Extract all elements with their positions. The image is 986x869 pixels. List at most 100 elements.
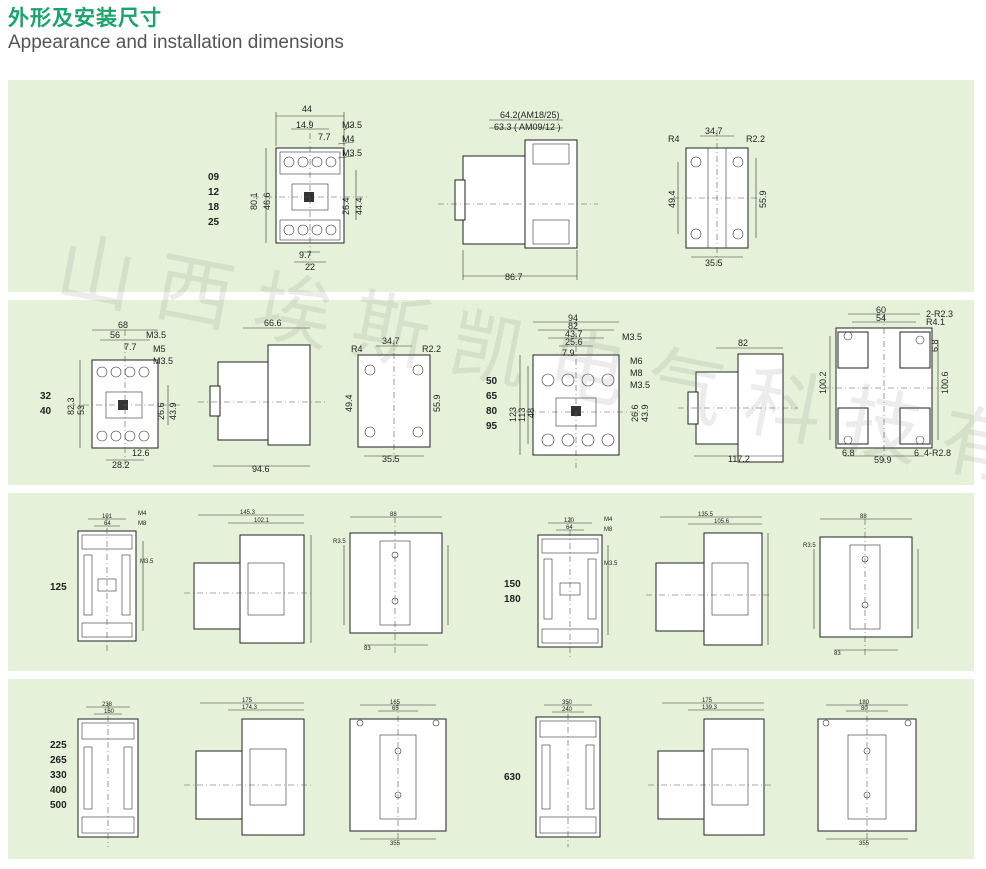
front-dim-bottom-b: 22	[305, 262, 315, 272]
g2-side-dim-a: 135.5	[698, 512, 714, 518]
front-dim-screw-a: M3.5	[342, 120, 362, 130]
g2-side-dim-a: 175	[702, 698, 713, 704]
panel-model-225-630: 225 265 330 400 500 630 238 160 175	[8, 679, 974, 859]
mounting-view-drawing	[357, 340, 431, 462]
mounting-view-drawing	[673, 130, 763, 265]
front-dim-height-c: 26.6	[156, 402, 166, 420]
g2-front-dim-screw-a: M4	[604, 517, 613, 523]
size-630: 630	[504, 772, 521, 783]
g1-side-view	[184, 702, 314, 836]
g1-side-dim-b: 102.1	[254, 518, 270, 524]
g2-side-view	[648, 702, 774, 836]
mount-dim-radius-b: R2.2	[422, 344, 441, 354]
g1-front-dim-b: 64	[104, 521, 111, 527]
front2-dim-height-e: 43.9	[640, 404, 650, 422]
g1-mount-dim-a: 165	[390, 700, 401, 706]
front-dim-gap: 7.7	[318, 132, 331, 142]
page-title: 外形及安装尺寸	[8, 2, 162, 32]
g2-mount-dim-b: 80	[861, 706, 868, 712]
mount-dim-bottom: 35.5	[382, 454, 400, 464]
front2-dim-c: 43.7	[565, 329, 583, 339]
front2-dim-height-b: 113	[517, 408, 527, 422]
front2-dim-screw-a: M3.5	[622, 332, 642, 342]
side-dim-depth-a: 64.2(AM18/25)	[500, 110, 560, 120]
size-265: 265	[50, 755, 67, 766]
g2-side-dim-b: 105.6	[714, 519, 730, 525]
mount2-dim-bottom-d: 4-R2.8	[924, 448, 951, 458]
front2-dim-e: 7.9	[562, 348, 575, 358]
front-dim-height-b: 46.6	[262, 192, 272, 210]
g2-front-dim-b: 64	[566, 525, 573, 531]
front-dim-width: 68	[118, 320, 128, 330]
front-dim-bottom-a: 9.7	[299, 250, 312, 260]
size-180: 180	[504, 594, 521, 605]
panel-model-09-25: 09 12 18 25 44 14.9 7.7 M	[8, 80, 974, 292]
front-dim-screw-b: M4	[342, 134, 355, 144]
size-list-630: 630	[504, 770, 521, 785]
size-95: 95	[486, 421, 498, 432]
mount2-dim-d: R4.1	[926, 317, 945, 327]
front-dim-screw-b: M5	[153, 344, 166, 354]
front-dim-screw-c: M3.5	[153, 356, 173, 366]
size-125: 125	[50, 582, 67, 593]
panel-model-125-180: 125 150 180 101 64 M4 M8 M3.5	[8, 493, 974, 671]
g1-mount-dim-b: 65	[392, 706, 399, 712]
front2-dim-screw-d: M3.5	[630, 380, 650, 390]
g2-mount-dim-c: 355	[859, 841, 870, 847]
front-dim-width: 44	[302, 104, 312, 114]
panel2-drawings: 68 56 7.7 M3.5 M5 M3.5 82.3 53 26.6 43.9…	[66, 305, 953, 474]
g2-front-dim-a: 120	[564, 518, 575, 524]
size-list-125: 125	[50, 580, 67, 595]
front-dim-height-b: 53	[76, 405, 86, 415]
size-150: 150	[504, 579, 521, 590]
mount-dim-radius-a: R4	[668, 134, 680, 144]
size-12: 12	[208, 187, 220, 198]
g2-front-dim-screw-c: M3.5	[604, 561, 618, 567]
front-view-drawing	[253, 112, 368, 265]
g1-side-dim-a: 145.3	[240, 510, 256, 516]
front2-dim-height-a: 123	[508, 407, 518, 422]
size-80: 80	[486, 406, 498, 417]
g1-front-dim-screw-b: M8	[138, 521, 147, 527]
front2-dim-screw-b: M6	[630, 356, 643, 366]
front-dim-pitch: 56	[110, 330, 120, 340]
size-225: 225	[50, 740, 67, 751]
mount-dim-height-a: 49.4	[344, 394, 354, 412]
g1-mount-dim-a: 88	[390, 512, 397, 518]
mount2-dim-c: 2-R2.3	[926, 309, 953, 319]
mount-dim-height-a: 49.4	[667, 190, 677, 208]
mount2-dim-bottom-a: 6.8	[842, 448, 855, 458]
page-subtitle: Appearance and installation dimensions	[8, 32, 344, 53]
g2-front-view	[537, 517, 609, 658]
size-list-150-180: 150 180	[504, 577, 521, 607]
g2-front-view	[535, 701, 601, 847]
front-dim-height: 82.3	[66, 397, 76, 415]
g2-mount-dim-radius: R3.5	[803, 543, 816, 549]
panel-model-32-95: 32 40 50 65 80 95 68 56 7.7 M3.5 M5 M3.5…	[8, 300, 974, 485]
front-dim-screw-c: M3.5	[342, 148, 362, 158]
mount-dim-radius-b: R2.2	[746, 134, 765, 144]
g2-side-view	[646, 516, 772, 646]
g1-front-dim-screw-c: M3.5	[140, 559, 154, 565]
mount-dim-width: 34.7	[705, 126, 723, 136]
front-dim-gap: 7.7	[124, 342, 137, 352]
mounting-view-large-drawing	[823, 313, 948, 462]
size-list-225-500: 225 265 330 400 500	[50, 738, 67, 813]
side2-dim-total: 117.2	[728, 454, 750, 464]
mount-dim-height-b: 55.9	[432, 394, 442, 412]
size-500: 500	[50, 800, 67, 811]
front-dim-screw-a: M3.5	[146, 330, 166, 340]
front-dim-height-d: 43.9	[168, 402, 178, 420]
size-09: 09	[208, 172, 220, 183]
title-chinese: 外形及安装尺寸	[8, 6, 162, 30]
mount2-dim-bottom-c: 6	[914, 448, 919, 458]
panel1-drawings: 44 14.9 7.7 M3.5 M4 M3.5 80.1 46.6 26.4 …	[249, 104, 768, 282]
mount2-dim-height-c: 6.8	[930, 339, 940, 352]
front-view-drawing	[70, 329, 183, 465]
mount2-dim-a: 60	[876, 305, 886, 315]
g2-front-dim-screw-b: M8	[604, 527, 613, 533]
g2-mount-dim-b: 83	[834, 651, 841, 657]
side2-dim-depth: 82	[738, 338, 748, 348]
front2-dim-b: 82	[568, 321, 578, 331]
side-dim-depth-b: 63.3 ( AM09/12 )	[494, 122, 561, 132]
